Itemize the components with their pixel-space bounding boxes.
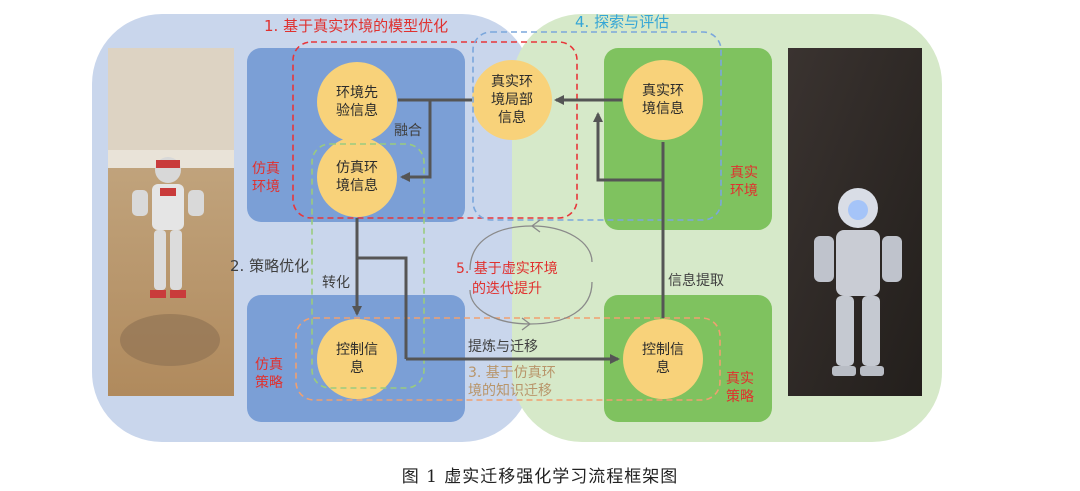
section3-label-line1: 3. 基于仿真环 bbox=[468, 365, 556, 381]
figure-caption: 图 1 虚实迁移强化学习流程框架图 bbox=[401, 467, 679, 487]
sim-control-line2: 息 bbox=[350, 360, 364, 376]
sim-robot-photo bbox=[108, 48, 234, 396]
real-policy-label-2: 策略 bbox=[726, 389, 754, 405]
real-env-info-line2: 境信息 bbox=[642, 101, 684, 117]
distill-label: 提炼与迁移 bbox=[468, 339, 538, 355]
real-local-line3: 信息 bbox=[498, 110, 526, 126]
real-local-line2: 境局部 bbox=[491, 92, 533, 108]
section1-label: 1. 基于真实环境的模型优化 bbox=[264, 17, 449, 35]
env-prior-line2: 验信息 bbox=[336, 103, 378, 119]
real-robot-photo bbox=[788, 48, 922, 396]
transform-label: 转化 bbox=[322, 275, 350, 291]
section2-label: 2. 策略优化 bbox=[230, 257, 310, 275]
sim-env-info-line1: 仿真环 bbox=[336, 160, 378, 176]
real-env-info-line1: 真实环 bbox=[642, 83, 684, 99]
real-policy-label-1: 真实 bbox=[726, 371, 754, 387]
real-env-label-1: 真实 bbox=[730, 165, 758, 181]
real-env-label-2: 环境 bbox=[730, 183, 758, 199]
real-local-line1: 真实环 bbox=[491, 74, 533, 90]
env-prior-line1: 环境先 bbox=[336, 85, 378, 101]
arrow-extract bbox=[593, 112, 665, 318]
real-env-info-text: 真实环 境信息 bbox=[623, 82, 703, 118]
arrow-fusion bbox=[400, 98, 472, 182]
env-prior-text: 环境先 验信息 bbox=[317, 84, 397, 120]
fusion-label: 融合 bbox=[394, 123, 422, 139]
sim-control-text: 控制信 息 bbox=[317, 341, 397, 377]
section5-label-line1: 5. 基于虚实环境 bbox=[456, 261, 558, 277]
real-control-line2: 息 bbox=[656, 360, 670, 376]
section3-dashed-box bbox=[295, 317, 721, 401]
extract-label: 信息提取 bbox=[668, 273, 724, 289]
sim-env-info-text: 仿真环 境信息 bbox=[317, 159, 397, 195]
arrow-transform bbox=[355, 218, 408, 359]
sim-env-label-2: 环境 bbox=[252, 179, 280, 195]
env-prior-node bbox=[317, 62, 397, 142]
cycle-arrowhead-top bbox=[530, 219, 541, 233]
section4-label: 4. 探索与评估 bbox=[575, 13, 670, 31]
sim-policy-label-1: 仿真 bbox=[255, 357, 283, 373]
cycle-arrowhead-bottom bbox=[521, 317, 532, 331]
real-local-node bbox=[472, 60, 552, 140]
real-control-line1: 控制信 bbox=[642, 342, 684, 358]
section3-label-line2: 境的知识迁移 bbox=[468, 383, 552, 399]
section5-label-line2: 的迭代提升 bbox=[472, 281, 542, 297]
section4-dashed-box bbox=[472, 31, 722, 221]
sim-env-info-node bbox=[317, 137, 397, 217]
real-control-text: 控制信 息 bbox=[623, 341, 703, 377]
sim-control-node bbox=[317, 319, 397, 399]
real-env-info-node bbox=[623, 60, 703, 140]
sim-env-info-line2: 境信息 bbox=[336, 178, 378, 194]
sim-policy-label-2: 策略 bbox=[255, 375, 283, 391]
section1-dashed-box bbox=[292, 41, 578, 219]
sim-control-line1: 控制信 bbox=[336, 342, 378, 358]
real-local-text: 真实环 境局部 信息 bbox=[472, 73, 552, 127]
sim-env-label-1: 仿真 bbox=[252, 161, 280, 177]
real-control-node bbox=[623, 319, 703, 399]
